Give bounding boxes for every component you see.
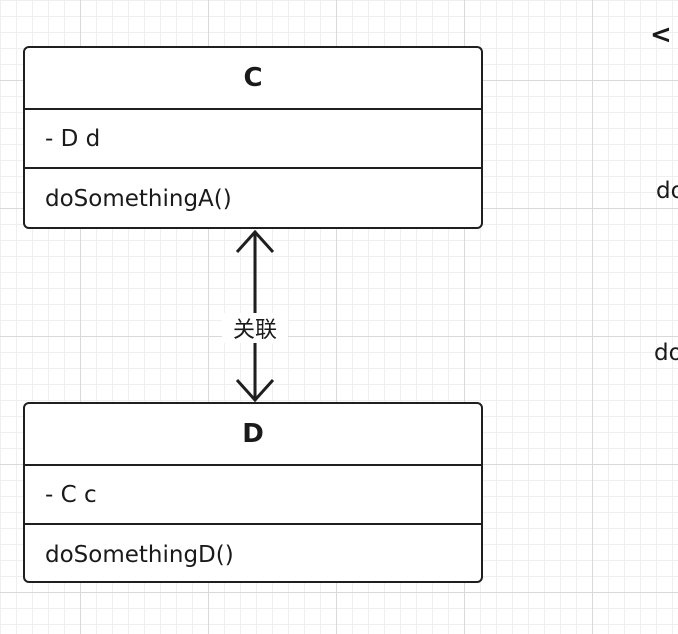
class-c-operation: doSomethingA() <box>45 185 232 212</box>
class-d-box[interactable]: D - C c doSomethingD() <box>23 402 483 583</box>
class-d-operation: doSomethingD() <box>45 541 234 568</box>
class-c-box[interactable]: C - D d doSomethingA() <box>23 46 483 229</box>
class-d-name: D <box>25 404 481 466</box>
association-label: 关联 <box>222 313 288 343</box>
class-c-name: C <box>25 48 481 110</box>
class-c-attribute: - D d <box>25 110 481 169</box>
arrowhead-up-icon <box>235 229 275 254</box>
arrowhead-down-icon <box>235 378 275 403</box>
class-d-attribute: - C c <box>25 466 481 525</box>
partial-stereotype-text: < <box>650 20 672 50</box>
partial-operation-text-2: do <box>654 340 678 366</box>
partial-operation-text-1: do <box>656 178 678 204</box>
